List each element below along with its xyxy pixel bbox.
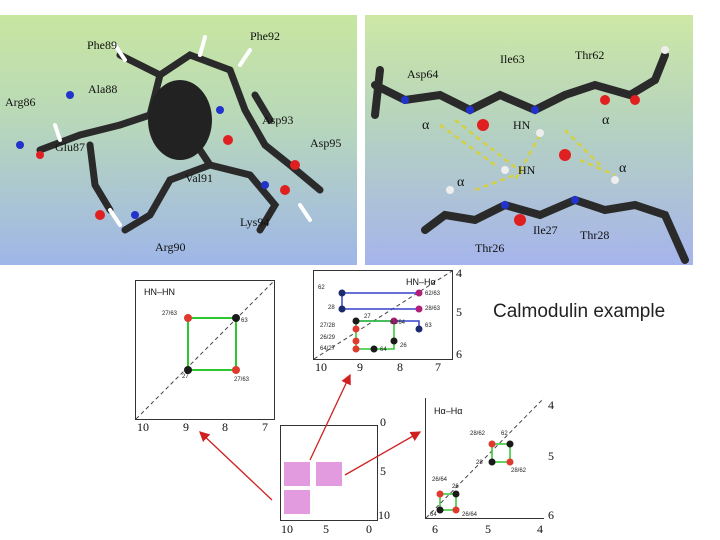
residue-label-thr28: Thr28 (580, 228, 610, 242)
hn-hn-title: HN–HN (144, 287, 176, 297)
left-molecule-graphic (16, 35, 324, 234)
hn-ha-xtick-9: 9 (357, 360, 363, 374)
ha-ha-ytick-5: 5 (548, 449, 554, 463)
ha-ha-peak-label-2: 62 (501, 431, 508, 437)
arrow-to-hn-hn (199, 431, 273, 501)
ha-ha-peak-label-5: 26/64 (432, 477, 448, 483)
hn-ha-peak-label-2: 62/63 (425, 291, 441, 297)
residue-label-ile27: Ile27 (533, 223, 558, 237)
hn-ha-peak-label-6: 62/64 (390, 320, 406, 326)
hn-hn-peak-label-2: 63 (241, 318, 248, 324)
overview-xtick-10: 10 (281, 522, 293, 536)
ha-ha-peak-label-8: 26/64 (462, 512, 478, 518)
hn-hn-peak-label-4: 27/63 (234, 377, 250, 383)
ha-ha-ytick-4: 4 (548, 398, 554, 412)
hn-ha-ytick-6: 6 (456, 347, 462, 361)
structure-image-right: Ile63 Thr62 Asp64 Thr26 Ile27 Thr28 α α … (365, 15, 693, 265)
region-ha-ha (284, 490, 310, 514)
hn-hn-xtick-7: 7 (262, 420, 268, 434)
ha-ha-peak-label-3: 28 (476, 460, 483, 466)
ha-ha-xtick-5: 5 (485, 522, 491, 536)
hn-ha-peak-label-3: 28 (328, 305, 335, 311)
ha-ha-peak-label-1: 28/62 (470, 431, 486, 437)
residue-label-thr26: Thr26 (475, 241, 505, 255)
ha-ha-panel: Hα–Hα 28/62 62 28 28/62 26/64 26 64 26/6… (425, 398, 544, 519)
residue-label-phe89: Phe89 (87, 38, 117, 52)
hn-ha-peak-label-12: 64 (380, 347, 387, 353)
residue-label-thr62: Thr62 (575, 48, 605, 62)
overview-ytick-5: 5 (380, 464, 386, 478)
hn-ha-xtick-8: 8 (397, 360, 403, 374)
residue-label-phe92: Phe92 (250, 29, 280, 43)
caption-title: Calmodulin example (493, 301, 666, 322)
residue-label-glu87: Glu87 (55, 140, 85, 154)
ha-ha-peak-label-4: 28/62 (511, 468, 527, 474)
residue-label-asp95: Asp95 (310, 136, 342, 150)
residue-label-asp93: Asp93 (262, 113, 294, 127)
hn-label-1: HN (513, 118, 531, 132)
hn-ha-plot (314, 271, 452, 359)
hn-ha-peak-label-7: 27/28 (320, 323, 336, 329)
overview-xtick-0: 0 (366, 522, 372, 536)
hn-hn-xtick-8: 8 (222, 420, 228, 434)
overview-ytick-10: 10 (378, 508, 390, 522)
region-hn-hn (284, 462, 310, 486)
ha-ha-plot (426, 398, 544, 518)
hn-ha-ytick-5: 5 (456, 305, 462, 319)
hn-hn-xtick-10: 10 (137, 420, 149, 434)
residue-label-lys94: Lys94 (240, 215, 270, 229)
hn-hn-peak-label-3: 27 (182, 374, 189, 380)
ha-ha-xtick-6: 6 (432, 522, 438, 536)
hn-ha-peak-label-10: 26 (400, 343, 407, 349)
overview-ytick-0: 0 (380, 415, 386, 429)
hn-ha-xtick-7: 7 (435, 360, 441, 374)
residue-label-asp64: Asp64 (407, 67, 439, 81)
overview-xtick-5: 5 (323, 522, 329, 536)
hn-label-2: HN (518, 163, 536, 177)
alpha-label-3: α (619, 161, 627, 176)
hn-ha-peak-label-9: 26/29 (320, 335, 336, 341)
hn-hn-peak-label-1: 27/63 (162, 311, 178, 317)
hn-hn-plot (136, 281, 274, 419)
ha-ha-title: Hα–Hα (434, 406, 463, 416)
structure-image-left: Phe89 Phe92 Ala88 Arg86 Asp93 Glu87 Asp9… (0, 15, 357, 265)
helix-blob (148, 80, 212, 160)
hn-ha-peak-label-8: 63 (425, 323, 432, 329)
ha-ha-peak-label-7: 64 (430, 512, 437, 518)
residue-label-ile63: Ile63 (500, 52, 525, 66)
residue-label-val91: Val91 (185, 171, 213, 185)
residue-label-arg86: Arg86 (5, 95, 36, 109)
region-hn-ha (316, 462, 342, 486)
overview-panel (280, 425, 378, 521)
right-molecule-graphic (371, 46, 689, 264)
residue-label-ala88: Ala88 (88, 82, 118, 96)
hn-ha-peak-label-5: 27 (364, 314, 371, 320)
hn-hn-xtick-9: 9 (183, 420, 189, 434)
alpha-label-1: α (422, 118, 430, 133)
hn-ha-peak-label-11: 64/27 (320, 346, 336, 352)
hn-ha-title: HN–Hα (406, 277, 436, 287)
alpha-label-4: α (457, 175, 465, 190)
hn-ha-ytick-4: 4 (456, 266, 462, 280)
residue-label-arg90: Arg90 (155, 240, 186, 254)
hn-ha-peak-label-4: 28/63 (425, 306, 441, 312)
ha-ha-peak-label-6: 26 (452, 484, 459, 490)
ha-ha-ytick-6: 6 (548, 508, 554, 522)
hn-ha-panel: HN–Hα 62 62/63 28 28/63 27 62/64 27/28 6… (313, 270, 453, 360)
ha-ha-xtick-4: 4 (537, 522, 543, 536)
hn-ha-xtick-10: 10 (315, 360, 327, 374)
hn-hn-panel: HN–HN 27/63 63 27 27/63 (135, 280, 275, 420)
alpha-label-2: α (602, 113, 610, 128)
hn-ha-peak-label-1: 62 (318, 285, 325, 291)
